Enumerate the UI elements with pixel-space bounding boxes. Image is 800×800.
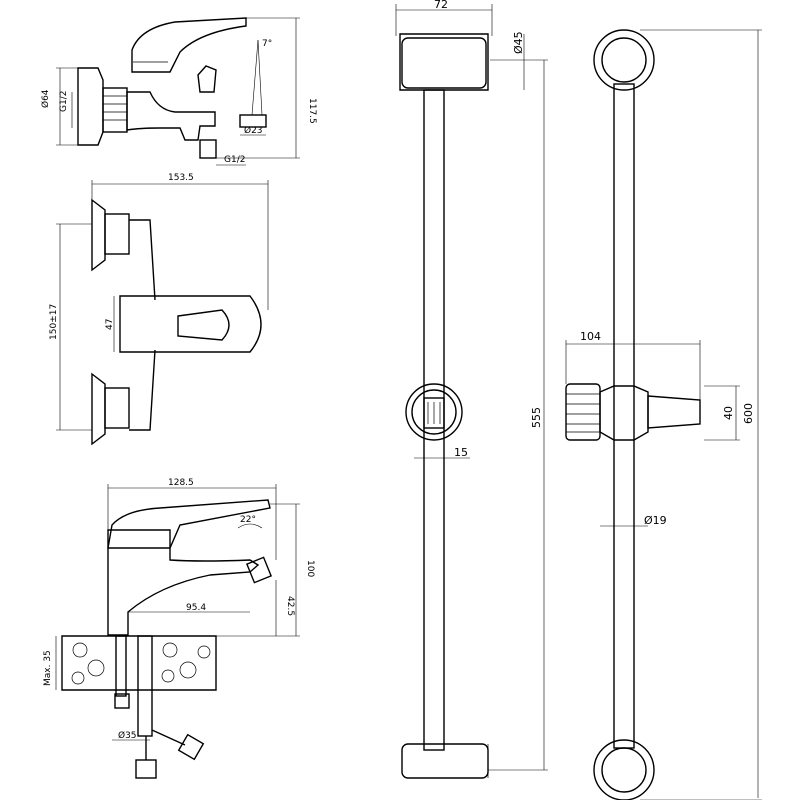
- label-handle: 47: [105, 319, 115, 330]
- top-flange-upper: [91, 198, 106, 272]
- rail-bottom-cap: [401, 743, 489, 779]
- label-spout-height: 42.5: [285, 596, 295, 616]
- label-basin-width: 128.5: [168, 478, 194, 488]
- side-bottom-cap-inner: [601, 747, 647, 793]
- diverter-knob: [197, 65, 217, 93]
- rail-holder-ring: [405, 383, 463, 441]
- mixer-lever: [131, 17, 247, 73]
- label-side-length: 600: [742, 403, 755, 424]
- side-slider-arm: [647, 395, 701, 429]
- top-body: [129, 219, 156, 431]
- bottom-outlet: [199, 139, 217, 159]
- side-top-cap-outer: [593, 29, 655, 91]
- countertop: [61, 635, 217, 691]
- fitting-left: [114, 693, 130, 709]
- shower-rail-front-view: 72 Ø45 555 15: [395, 0, 548, 779]
- label-rail-length: 555: [530, 407, 543, 428]
- fitting-side: [177, 733, 205, 761]
- side-slider-knob: [565, 383, 601, 441]
- bath-mixer-top-view: 153.5 150±17 47: [49, 173, 269, 446]
- label-rail-width: 72: [434, 0, 448, 11]
- label-basin-angle: 22°: [240, 515, 256, 525]
- mixer-body: [126, 91, 216, 141]
- label-holder-width: 15: [454, 446, 468, 459]
- hose-bend: [151, 729, 186, 746]
- label-basin-height: 100: [305, 560, 315, 577]
- shower-rail-side-view: 104 40 600 Ø19: [565, 29, 762, 800]
- side-bottom-cap-outer: [593, 739, 655, 800]
- fitting-bottom: [135, 759, 157, 779]
- side-slider-body: [599, 385, 649, 441]
- top-lever: [119, 295, 262, 353]
- side-bar: [613, 83, 635, 749]
- wall-flange: [77, 67, 104, 146]
- label-inlet-thread: G1/2: [59, 91, 69, 112]
- basin-spout-tip: [245, 556, 273, 584]
- label-spout-diameter: Ø23: [244, 125, 263, 136]
- rail-top-cap: [401, 37, 487, 89]
- label-slider-height: 40: [722, 406, 735, 420]
- label-slider-width: 104: [580, 330, 601, 343]
- label-basin-reach: 95.4: [186, 603, 206, 613]
- label-flange-diameter: Ø64: [40, 89, 51, 108]
- label-end-diameter: Ø45: [512, 31, 525, 54]
- spout-outlet: [239, 114, 267, 128]
- hose-left: [115, 635, 127, 697]
- label-centers: 150±17: [49, 304, 59, 340]
- basin-body: [107, 529, 260, 636]
- top-lever-slot: [177, 309, 230, 341]
- top-nut-lower: [104, 387, 130, 429]
- label-max-counter: Max. 35: [43, 650, 53, 686]
- basin-lever: [107, 499, 271, 549]
- top-nut-upper: [104, 213, 130, 255]
- label-hole-diameter: Ø35: [118, 730, 137, 741]
- label-top-width: 153.5: [168, 173, 194, 183]
- rail-holder-grip: [423, 397, 445, 429]
- bath-mixer-side-view: Ø64 G1/2 7° Ø23 G1/2 117.5: [40, 17, 317, 166]
- label-bar-diameter: Ø19: [644, 514, 667, 527]
- rail-top-bracket: [399, 33, 489, 91]
- label-bath-height: 117.5: [307, 98, 317, 124]
- side-top-cap-inner: [601, 37, 647, 83]
- hose-right: [137, 635, 153, 737]
- label-outlet-thread: G1/2: [224, 155, 245, 165]
- top-flange-lower: [91, 372, 106, 446]
- label-spout-angle: 7°: [262, 39, 272, 49]
- connector-nut: [102, 87, 128, 133]
- basin-mixer-view: 128.5 22° 100 95.4 42.5 Max. 35 Ø35: [43, 478, 315, 779]
